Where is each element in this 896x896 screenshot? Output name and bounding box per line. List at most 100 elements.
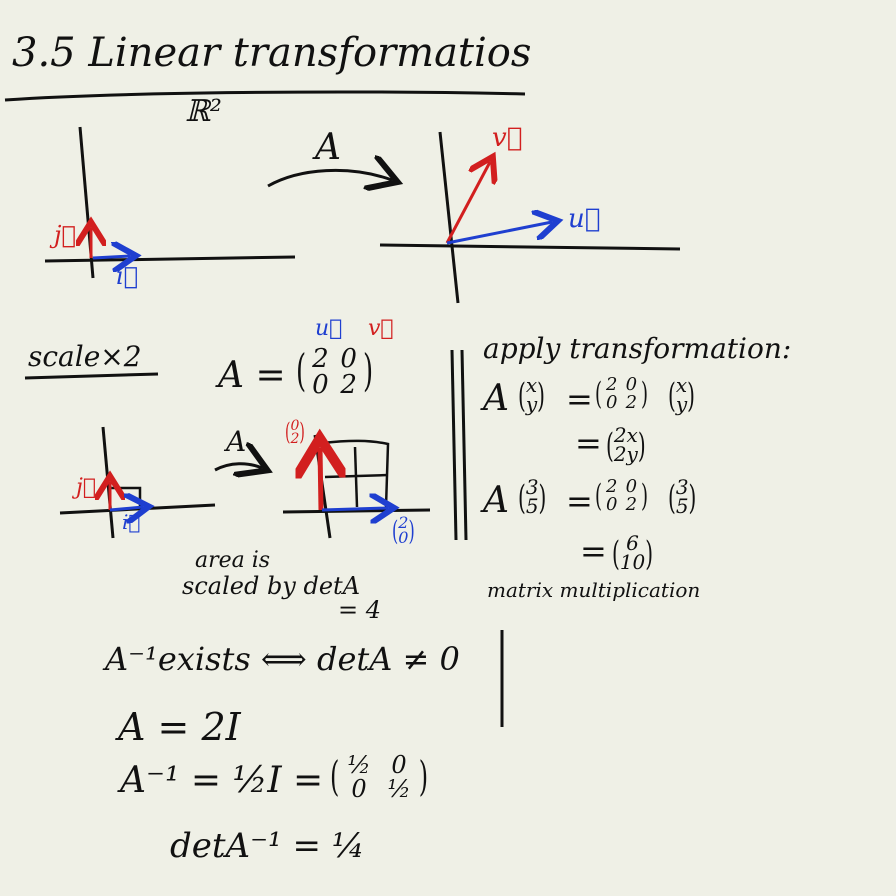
left-paren: (	[668, 476, 676, 518]
vector-entry: 2	[398, 513, 409, 532]
matrix-entry: ½	[347, 751, 371, 779]
apply-line2-eq: =	[575, 424, 602, 462]
right-paren: )	[641, 376, 649, 412]
scale-col-u-label: u⃗	[315, 316, 343, 341]
right-paren: )	[687, 374, 695, 416]
map-label: A	[315, 127, 341, 168]
inverse-line3-lhs: A⁻¹ = ½I =	[120, 760, 324, 801]
matrix-entry: 2	[606, 476, 618, 497]
u-vector	[446, 222, 552, 245]
scaled-v-vector	[320, 448, 321, 511]
divider-line-2	[460, 349, 468, 541]
small-j-label: j⃗	[76, 475, 97, 500]
vector-entry: 3	[675, 475, 689, 499]
apply-line4-vec: ( 6 10 )	[612, 531, 653, 574]
apply-line1-vec2: ( x y )	[668, 373, 695, 416]
vector-entry: y	[675, 392, 688, 416]
u-label: u⃗	[568, 204, 601, 234]
apply-line1-vec: ( x y )	[518, 374, 545, 416]
scale-matrix: ( 2 0 0 2 )	[296, 346, 373, 398]
left-x-axis	[44, 255, 296, 263]
matrix-entry: ½	[387, 775, 411, 803]
apply-line1-eq: =	[566, 380, 593, 418]
matrix-entry: 0	[351, 775, 367, 803]
apply-line1-lhs: A	[483, 378, 509, 419]
divider-line-1	[450, 349, 458, 541]
scale-col-v-label: v⃗	[368, 316, 394, 341]
matrix-entry: 2	[606, 374, 618, 395]
left-paren: (	[595, 376, 603, 412]
matrix-entry: 0	[606, 494, 618, 515]
i-label: i⃗	[116, 262, 139, 290]
apply-line3-vec: ( 3 5 )	[518, 476, 547, 518]
vector-entry: 6	[626, 531, 639, 555]
right-paren: )	[637, 424, 646, 466]
inverse-matrix: ( ½ 0 0 ½ )	[330, 753, 428, 801]
u-image-vector: ( 2 0 )	[392, 513, 415, 548]
scaled-x-axis	[282, 508, 431, 514]
scale-matrix-lhs: A =	[218, 355, 286, 396]
vector-entry: 2y	[613, 442, 638, 466]
left-paren: (	[606, 424, 614, 466]
apply-line3-eq: =	[566, 482, 593, 520]
matrix-entry: 0	[606, 392, 618, 413]
right-x-axis	[379, 243, 681, 251]
matrix-entry: 0	[391, 751, 407, 779]
vector-entry: y	[525, 392, 538, 416]
inverse-line4: detA⁻¹ = ¼	[170, 826, 365, 866]
right-paren: )	[362, 346, 374, 398]
apply-line4-eq: =	[580, 532, 607, 570]
left-paren: (	[392, 514, 399, 547]
matrix-entry: 2	[625, 392, 638, 413]
left-paren: (	[668, 374, 676, 416]
matrix-entry: 2	[340, 370, 357, 400]
matrix-entry: 0	[625, 476, 638, 497]
v-image-vector: ( 0 2 )	[285, 418, 305, 448]
matrix-entry: 0	[625, 374, 638, 395]
right-y-axis	[438, 131, 460, 304]
scaled-grid-mid-h	[324, 473, 389, 479]
vector-entry: 2x	[613, 423, 638, 447]
left-paren: (	[285, 419, 291, 447]
left-paren: (	[518, 374, 526, 416]
right-paren: )	[641, 478, 649, 514]
area-text-3: = 4	[338, 596, 382, 624]
vector-entry: 0	[290, 418, 300, 434]
apply-line3-lhs: A	[483, 480, 509, 521]
vector-entry: 2	[290, 431, 300, 448]
small-arrow-label: A	[226, 425, 247, 458]
right-paren: )	[408, 514, 415, 547]
vector-entry: 5	[675, 494, 689, 518]
area-text-1: area is	[195, 548, 271, 573]
vector-entry: x	[675, 373, 688, 397]
scaled-u-vector	[321, 508, 388, 510]
left-paren: (	[296, 346, 307, 398]
apply-line3-vec2: ( 3 5 )	[668, 475, 696, 518]
matrix-entry: 2	[625, 494, 638, 515]
left-paren: (	[612, 532, 620, 574]
r2-label: ℝ²	[185, 94, 222, 129]
page-title: 3.5 Linear transformatios	[12, 30, 532, 76]
apply-caption: matrix multiplication	[487, 578, 701, 602]
apply-line3-mat: ( 2 0 0 2 )	[595, 478, 648, 514]
scale-label: scale×2	[28, 340, 142, 373]
apply-line1-mat: ( 2 0 0 2 )	[595, 376, 648, 412]
small-transform-arrow	[214, 464, 262, 470]
right-paren: )	[299, 419, 305, 447]
vector-entry: 10	[619, 550, 646, 574]
matrix-entry: 2	[312, 344, 329, 374]
v-label: v⃗	[492, 123, 523, 153]
small-i-vector	[109, 507, 143, 510]
title-underline	[4, 90, 526, 102]
matrix-entry: 0	[340, 344, 357, 374]
vector-entry: 0	[398, 528, 409, 548]
left-paren: (	[595, 478, 603, 514]
right-paren: )	[538, 476, 547, 518]
left-paren: (	[330, 753, 340, 801]
apply-line2-vec: ( 2x 2y )	[606, 423, 646, 466]
small-i-label: i⃗	[122, 510, 141, 534]
area-text-2: scaled by detA	[182, 572, 361, 600]
v-vector	[445, 162, 490, 244]
